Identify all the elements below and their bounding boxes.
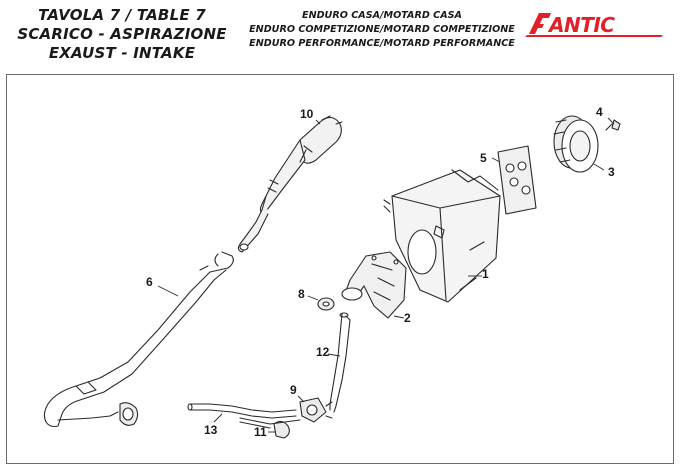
muffler: [237, 115, 343, 253]
title-line: SCARICO - ASPIRAZIONE: [17, 25, 227, 43]
valve: [299, 397, 333, 423]
clamp: [239, 417, 301, 439]
title-line: TAVOLA 7 / TABLE 7: [38, 6, 206, 24]
air-box: [383, 169, 501, 303]
callout-11: 11: [254, 425, 267, 439]
washer: [317, 297, 335, 311]
callout-9: 9: [290, 383, 297, 397]
callout-10: 10: [300, 107, 314, 121]
callout-4: 4: [596, 105, 603, 119]
model-list: ENDURO CASA/MOTARD CASA ENDURO COMPETIZI…: [246, 9, 518, 51]
brand-logo-graphic: ANTIC: [525, 13, 663, 37]
filter-screw: [605, 119, 621, 131]
filter-cover-plate: [497, 145, 537, 215]
air-filter: [553, 115, 599, 173]
breather-tube: [187, 403, 297, 419]
callout-2: 2: [404, 311, 411, 325]
intake-manifold: [341, 251, 407, 319]
brand-logo: ANTIC: [525, 8, 675, 38]
leader-lines: [157, 117, 615, 433]
vent-hose: [329, 312, 351, 413]
callout-6: 6: [146, 275, 153, 289]
page-header: TAVOLA 7 / TABLE 7 SCARICO - ASPIRAZIONE…: [0, 0, 682, 70]
callout-5: 5: [480, 151, 487, 165]
brand-wordmark: ANTIC: [547, 13, 615, 37]
table-title: TAVOLA 7 / TABLE 7 SCARICO - ASPIRAZIONE…: [12, 6, 232, 63]
model-line: ENDURO COMPETIZIONE/MOTARD COMPETIZIONE: [249, 24, 515, 35]
callout-12: 12: [316, 345, 330, 359]
diagram-frame: [6, 74, 674, 464]
model-line: ENDURO PERFORMANCE/MOTARD PERFORMANCE: [249, 38, 515, 49]
callout-13: 13: [204, 423, 218, 437]
callout-1: 1: [482, 267, 489, 281]
model-line: ENDURO CASA/MOTARD CASA: [302, 10, 462, 21]
callout-3: 3: [608, 165, 615, 179]
title-line: EXAUST - INTAKE: [48, 44, 196, 62]
callout-8: 8: [298, 287, 305, 301]
exhaust-pipe: [43, 251, 234, 428]
